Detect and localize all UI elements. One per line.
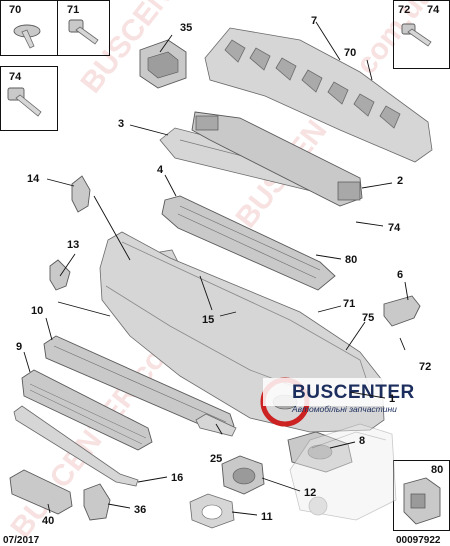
callout-labels: 7 35 70 3 2 4 74 80 14 13 6 71 15 75 72 …: [9, 4, 443, 527]
bolt-71-icon: [68, 19, 99, 45]
callout-36: 36: [134, 504, 146, 516]
callout-12: 12: [304, 487, 316, 499]
part-6-side-bracket: [383, 295, 421, 327]
callout-7: 7: [311, 15, 317, 27]
footer-date: 07/2017: [3, 535, 40, 546]
part-7-upper-grille: [204, 27, 433, 163]
part-16-lower-strip: [13, 405, 139, 487]
callout-9: 9: [16, 341, 22, 353]
callout-74: 74: [388, 222, 401, 234]
footer-ref: 00097922: [396, 535, 441, 546]
bolt-74-icon: [7, 87, 42, 117]
callout-35: 40: [42, 515, 54, 527]
leader-lines: [23, 21, 409, 516]
part-40-bracket: [139, 39, 187, 89]
callout-11: 13: [67, 239, 79, 251]
svg-text:Автомобільні запчастини: Автомобільні запчастини: [291, 404, 397, 414]
callout-14: 14: [27, 173, 40, 185]
callout-25: 25: [210, 453, 222, 465]
callout-80-inset: 80: [431, 464, 443, 476]
callout-72: 72: [419, 361, 431, 373]
callout-74-right: 75: [362, 312, 374, 324]
part-2-beam: [191, 111, 363, 207]
screw-72-75-icon: [401, 23, 432, 47]
callout-2: 2: [397, 175, 403, 187]
part-8-fog-bezel: [287, 431, 353, 473]
part-11-sensor-bracket: [49, 259, 71, 291]
part-14-bracket: [71, 175, 91, 213]
callout-8: 8: [359, 435, 365, 447]
callout-16: 16: [171, 472, 183, 484]
screw-70-icon: [13, 24, 41, 49]
inset-box-71: [57, 0, 110, 56]
callout-3: 3: [118, 118, 124, 130]
callout-75-inset: 74: [427, 4, 440, 16]
part-9-grille: [21, 369, 153, 451]
vehicle-sketch: [289, 423, 397, 521]
part-13-trim-ring: [189, 493, 235, 529]
inset-box-74: [0, 66, 58, 131]
part-4-lower-panel: [161, 195, 336, 291]
part-10-lower-grille: [43, 335, 235, 435]
callout-40: 35: [180, 22, 192, 34]
callout-72-inset: 72: [398, 4, 410, 16]
part-36-cover: [83, 483, 111, 521]
callout-4: 4: [157, 164, 164, 176]
callout-10: 10: [31, 305, 43, 317]
callout-74-inset: 74: [9, 71, 22, 83]
callout-71: 71: [343, 298, 355, 310]
part-35-lower-grille: [9, 469, 73, 515]
callout-15: 15: [202, 314, 214, 326]
callout-6: 6: [397, 269, 403, 281]
callout-13: 11: [261, 511, 273, 523]
callout-70-inset: 70: [9, 4, 21, 16]
part-25-strip: [195, 413, 237, 437]
callout-80: 80: [345, 254, 357, 266]
callout-71-inset: 71: [67, 4, 79, 16]
callout-70: 70: [344, 47, 356, 59]
callout-1: 1: [389, 393, 395, 405]
part-12-fog-lamp: [221, 455, 265, 495]
clip-80-icon: [403, 477, 441, 525]
